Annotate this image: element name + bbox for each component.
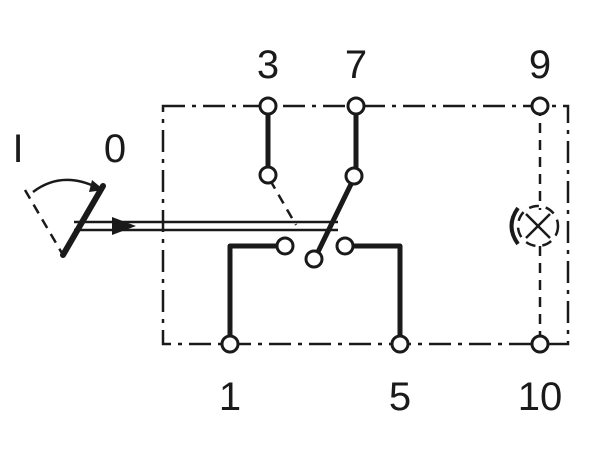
terminal-9	[530, 96, 550, 116]
terminal-5	[390, 334, 410, 354]
lamp-icon	[509, 204, 560, 248]
terminal-9-label: 9	[529, 43, 551, 87]
dashed-link-3	[268, 179, 298, 226]
terminal-1	[220, 334, 240, 354]
terminal-3	[258, 96, 278, 116]
contact-3-inner	[258, 165, 278, 185]
housing-outline	[161, 104, 570, 346]
contact-left	[275, 236, 295, 256]
terminal-3-label: 3	[257, 43, 279, 87]
toggle-lever-icon	[23, 178, 106, 258]
position-on-label: I	[12, 127, 23, 171]
wire-1	[227, 243, 286, 347]
switch-blade	[313, 175, 357, 259]
position-off-label: 0	[104, 127, 126, 171]
contact-7-inner	[344, 166, 364, 186]
terminal-1-label: 1	[219, 375, 241, 419]
contact-right	[335, 236, 355, 256]
terminal-7	[346, 96, 366, 116]
terminal-10-label: 10	[518, 375, 563, 419]
actuator-arrow-icon	[74, 217, 338, 235]
contact-pivot	[304, 249, 324, 269]
wire-5	[342, 243, 403, 347]
terminal-7-label: 7	[345, 43, 367, 87]
terminal-5-label: 5	[389, 375, 411, 419]
terminal-10	[530, 334, 550, 354]
